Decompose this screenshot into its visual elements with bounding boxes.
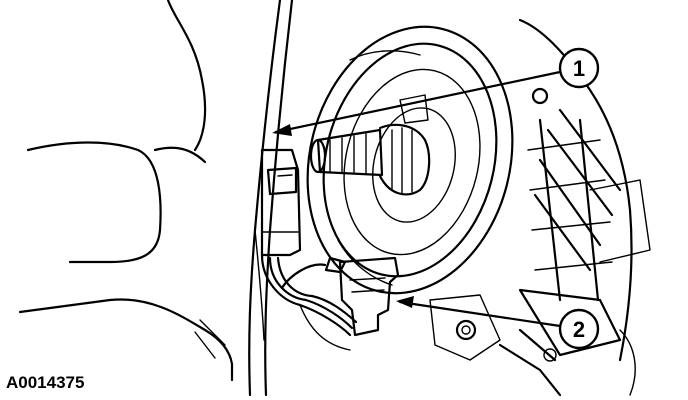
callout-2-circle (558, 308, 600, 350)
bolt-icon (531, 87, 549, 105)
leader-line-1 (274, 70, 562, 134)
callout-1-number: 1 (573, 56, 585, 81)
arrowhead-icon (272, 124, 292, 136)
splined-shaft (309, 94, 431, 196)
panel-contour (18, 0, 234, 382)
callout-1: 1 (272, 47, 600, 136)
figure-code: A0014375 (6, 373, 84, 392)
right-bracket (429, 18, 651, 397)
callout-1-circle (558, 47, 600, 89)
leader-line-2 (398, 300, 562, 328)
arrowhead-icon (396, 296, 414, 308)
sensor-and-harness (260, 253, 400, 351)
bolt-icon (455, 319, 477, 341)
callout-2-number: 2 (573, 317, 585, 342)
callout-2: 2 (396, 296, 600, 350)
door-frame-edge (248, 0, 294, 397)
electrical-connector (260, 148, 302, 257)
